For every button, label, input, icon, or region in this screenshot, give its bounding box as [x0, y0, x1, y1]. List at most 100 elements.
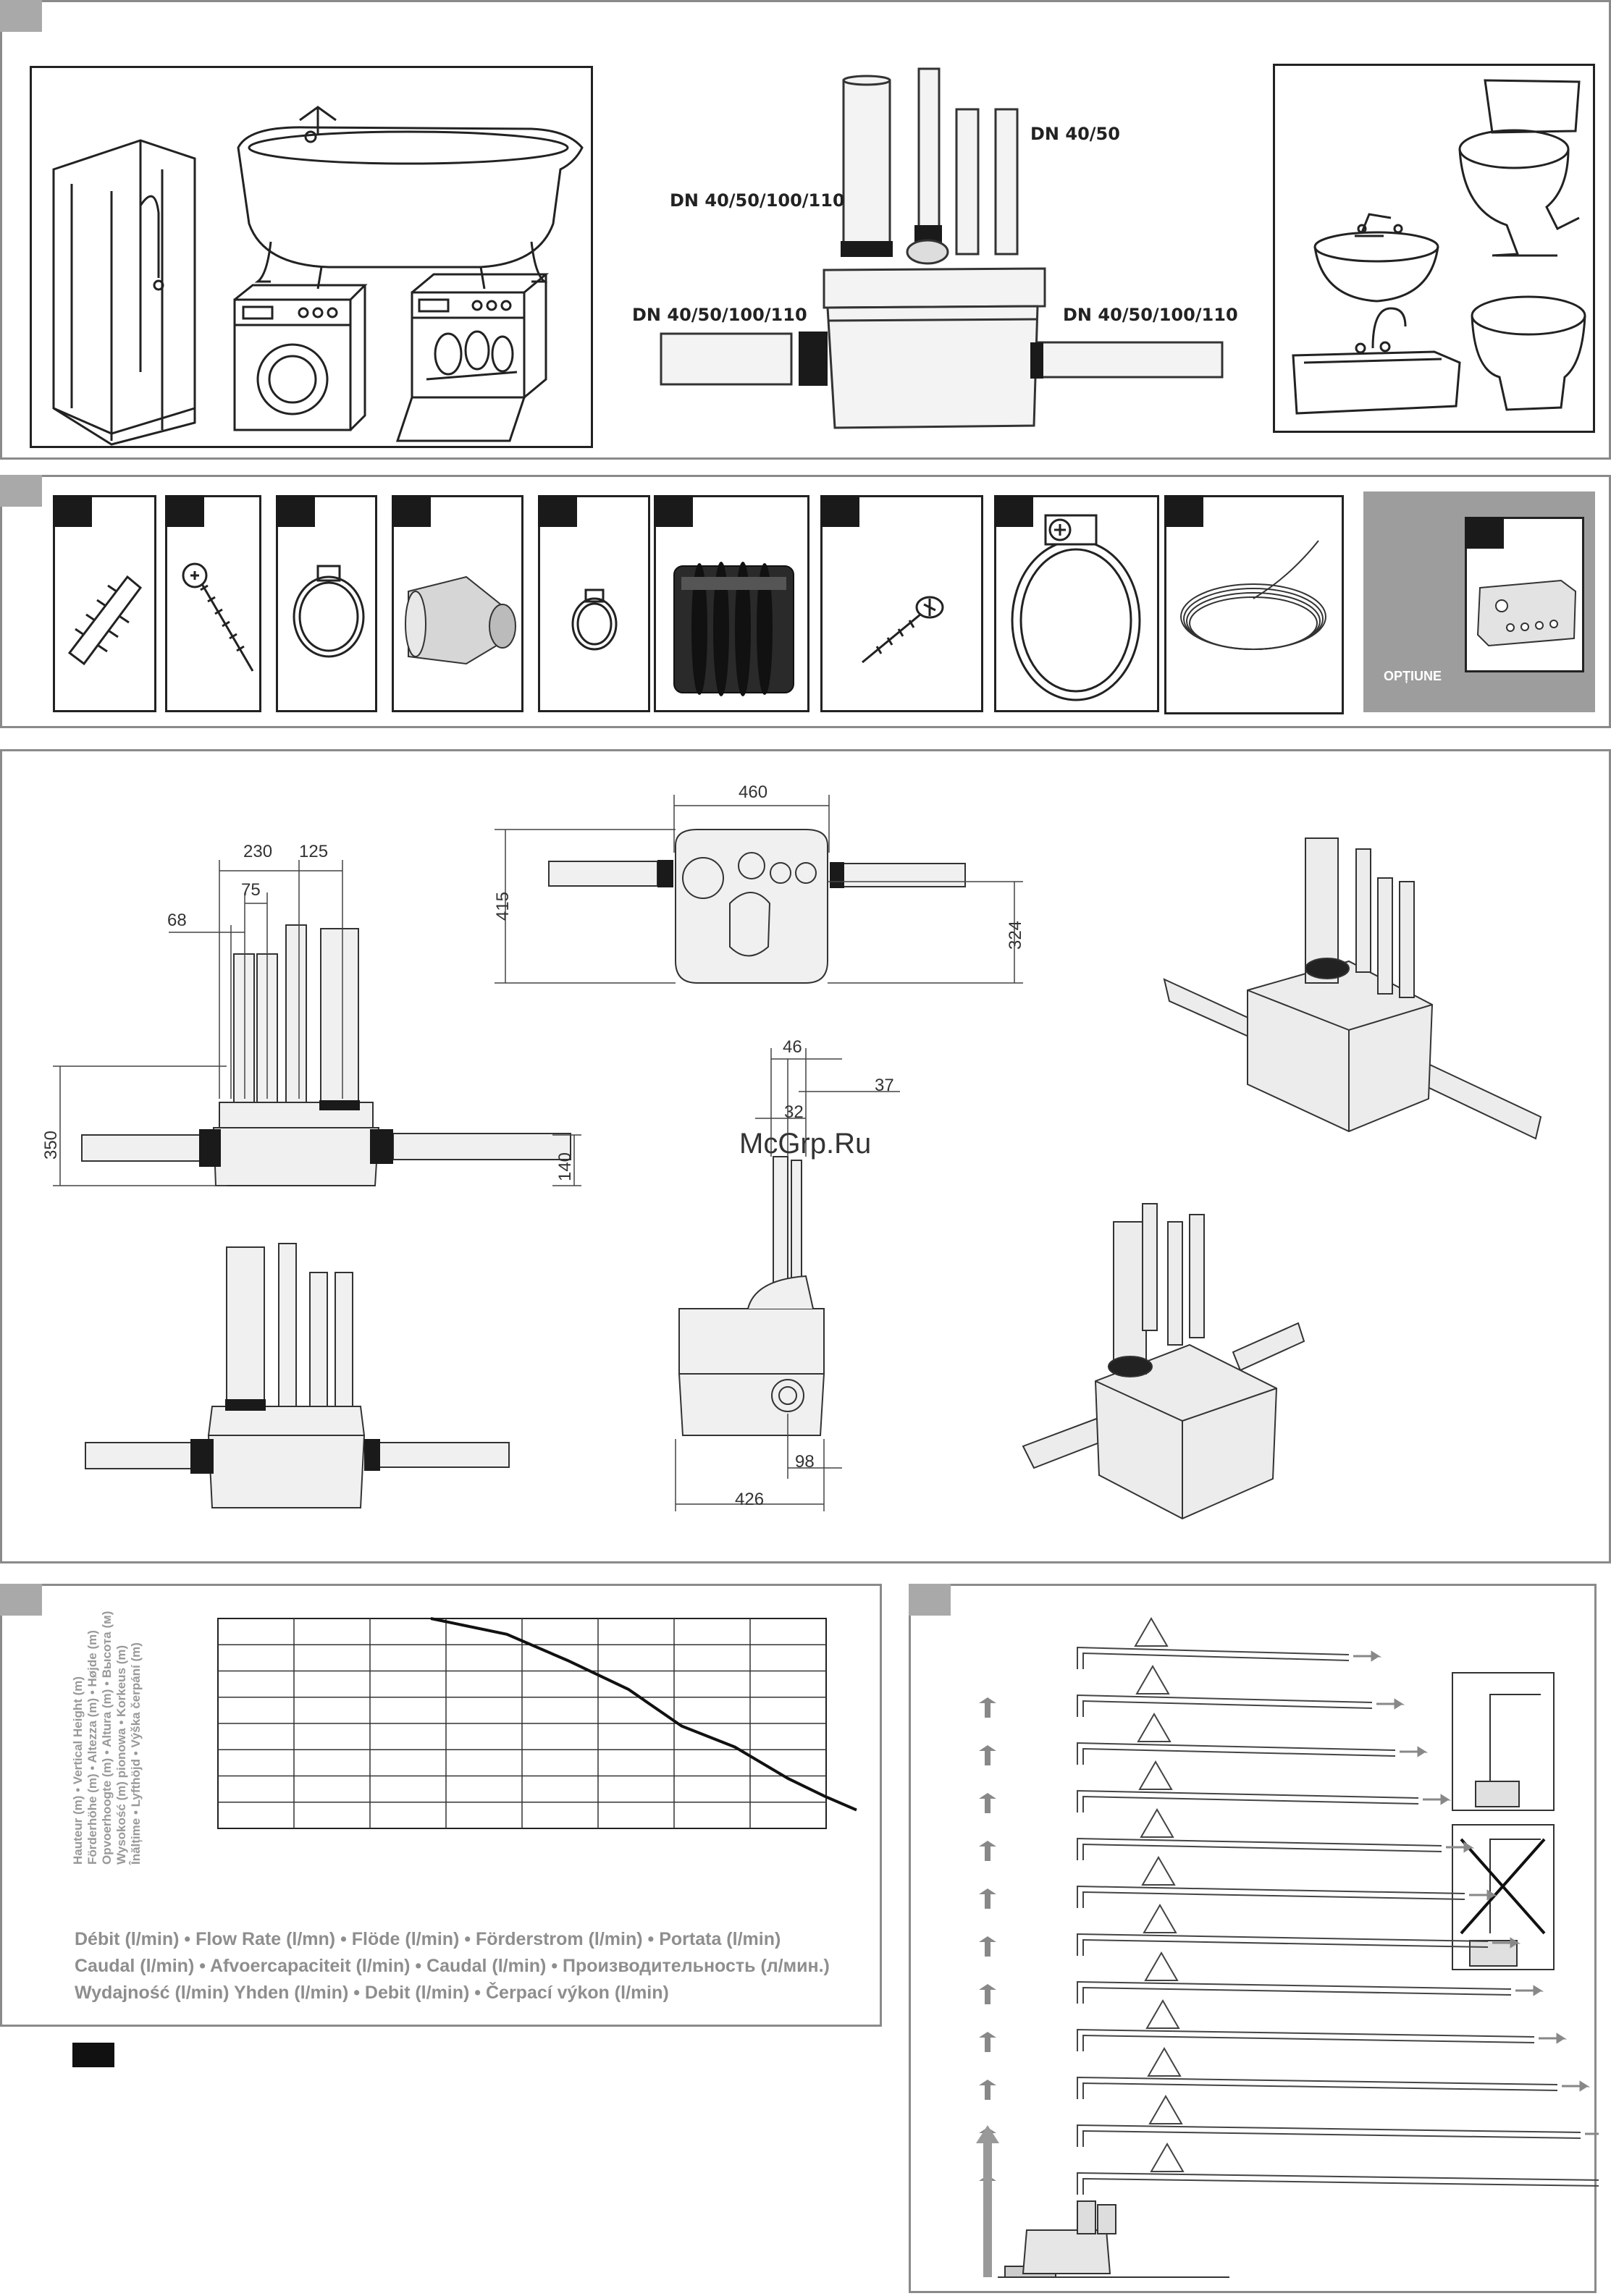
warning-triangle-icon	[1140, 1808, 1174, 1838]
panel-installation	[909, 1584, 1599, 2293]
warning-triangle-icon	[1137, 1713, 1172, 1742]
washbasin-icon	[1313, 213, 1439, 303]
item-number-tab	[165, 495, 204, 527]
up-arrow-icon	[979, 1841, 996, 1861]
item-number-tab	[654, 495, 693, 527]
accessory-countersunk-screw	[820, 495, 983, 712]
dim-32: 32	[784, 1102, 804, 1122]
dim-350: 350	[41, 1130, 62, 1160]
top-view-dimensioned	[495, 795, 1023, 984]
x-axis-label-line: Caudal (l/min) • Afvoercapaciteit (l/min…	[75, 1956, 830, 1976]
item-number-tab	[994, 495, 1033, 527]
dim-230: 230	[243, 842, 273, 861]
flow-arrow-icon	[1539, 2033, 1568, 2044]
washing-machine-icon	[233, 284, 368, 431]
countersunk-screw-icon	[862, 596, 944, 664]
item-number-tab	[392, 495, 431, 527]
dim-140: 140	[555, 1152, 576, 1182]
install-height-row	[979, 1808, 1475, 2052]
small-hose-clamp-icon	[293, 565, 365, 658]
warning-triangle-icon	[1150, 2143, 1185, 2172]
discharge-pipe	[1077, 1980, 1512, 2004]
appliance-box-left	[30, 66, 593, 448]
dim-125: 125	[299, 842, 329, 861]
up-arrow-icon	[979, 1888, 996, 1909]
dishwasher-icon	[395, 273, 550, 442]
dim-415: 415	[493, 891, 513, 921]
discharge-pipe	[1077, 2172, 1599, 2195]
panel-number-tab	[0, 0, 42, 32]
side-view-dimensioned	[675, 1048, 900, 1511]
isometric-view-lower	[1022, 1203, 1305, 1520]
flow-arrow-icon	[1469, 1889, 1498, 1901]
pump-drawing	[660, 67, 1224, 429]
toilet-icon	[1458, 79, 1581, 257]
option-panel: OPȚIUNE	[1363, 491, 1595, 712]
performance-curve	[430, 1617, 857, 1812]
discharge-pipe	[1077, 2028, 1535, 2051]
discharge-pipe	[1077, 1646, 1350, 1669]
accessory-wall-plug	[53, 495, 156, 712]
panel-accessories: OPȚIUNE	[0, 475, 1611, 728]
up-arrow-icon	[979, 1936, 996, 1957]
up-arrow-icon	[979, 1745, 996, 1765]
x-axis-label-line: Wydajność (l/min) Yhden (l/min) • Debit …	[75, 1983, 669, 2003]
accessory-mini-hose-clamp	[538, 495, 650, 712]
flow-arrow-icon	[1376, 1698, 1405, 1710]
dim-37: 37	[875, 1076, 894, 1095]
up-arrow-icon	[979, 2080, 996, 2100]
item-number-tab	[820, 495, 859, 527]
install-height-row	[979, 1888, 1544, 2004]
discharge-pipe	[1077, 1742, 1396, 1765]
discharge-pipe	[1077, 1694, 1373, 1717]
flow-arrow-icon	[1353, 1650, 1382, 1662]
warning-triangle-icon	[1148, 2095, 1183, 2124]
discharge-pipe	[1077, 1933, 1489, 1956]
wall-plug-icon	[67, 575, 143, 666]
large-hose-clamp-icon	[1011, 514, 1141, 701]
accessory-large-hose-clamp	[994, 495, 1159, 712]
screw-icon	[182, 562, 254, 672]
correct-installation-icon	[1452, 1672, 1555, 1811]
flow-arrow-icon	[1400, 1746, 1429, 1757]
install-height-row	[979, 1713, 1429, 2148]
item-number-tab	[1164, 495, 1203, 527]
performance-chart	[217, 1617, 857, 1829]
x-axis-label-line: Débit (l/min) • Flow Rate (l/mn) • Flöde…	[75, 1929, 781, 1949]
appliance-box-right	[1273, 64, 1595, 433]
mini-hose-clamp-icon	[571, 588, 618, 651]
coiled-tube-icon	[1180, 540, 1326, 650]
install-height-row	[979, 1793, 1591, 2099]
accessory-coiled-tube	[1164, 495, 1344, 714]
panel-appliances: DN 40/50 DN 40/50/100/110 DN 40/50/100/1…	[0, 0, 1611, 460]
install-height-row	[979, 1856, 1498, 2004]
dn-label-mid-left: DN 40/50/100/110	[632, 305, 807, 325]
flow-arrow-icon	[1492, 1937, 1521, 1949]
accessory-rubber-sleeve	[654, 495, 809, 712]
discharge-pipe	[1077, 1789, 1419, 1812]
install-height-row	[979, 1760, 1452, 2100]
item-number-tab	[276, 495, 315, 527]
warning-triangle-icon	[1141, 1856, 1176, 1886]
panel-number-tab	[0, 1584, 42, 1616]
warning-triangle-icon	[1144, 1951, 1179, 1981]
item-number-tab	[53, 495, 92, 527]
bidet-icon	[1471, 295, 1586, 411]
accessory-screw	[165, 495, 261, 712]
flow-arrow-icon	[1562, 2080, 1591, 2092]
warning-triangle-icon	[1147, 2047, 1182, 2077]
option-label: OPȚIUNE	[1384, 669, 1442, 683]
dim-460: 460	[739, 782, 768, 802]
dn-label-top-right: DN 40/50	[1030, 124, 1120, 144]
discharge-pipe	[1077, 1885, 1465, 1908]
rubber-sleeve-icon	[673, 562, 794, 696]
shower-icon	[52, 139, 196, 446]
front-view-dimensioned	[53, 860, 581, 1186]
installation-diagram	[976, 1617, 1599, 2278]
discharge-pipe	[1077, 1837, 1442, 1860]
reducer-sleeve-icon	[405, 575, 516, 665]
discharge-pipe	[1077, 2124, 1581, 2147]
y-axis-label-line: Înălțime • Lyfthöjd • Výška čerpání (m)	[129, 1642, 143, 1865]
item-number-tab	[538, 495, 577, 527]
item-number-tab	[1465, 517, 1504, 549]
